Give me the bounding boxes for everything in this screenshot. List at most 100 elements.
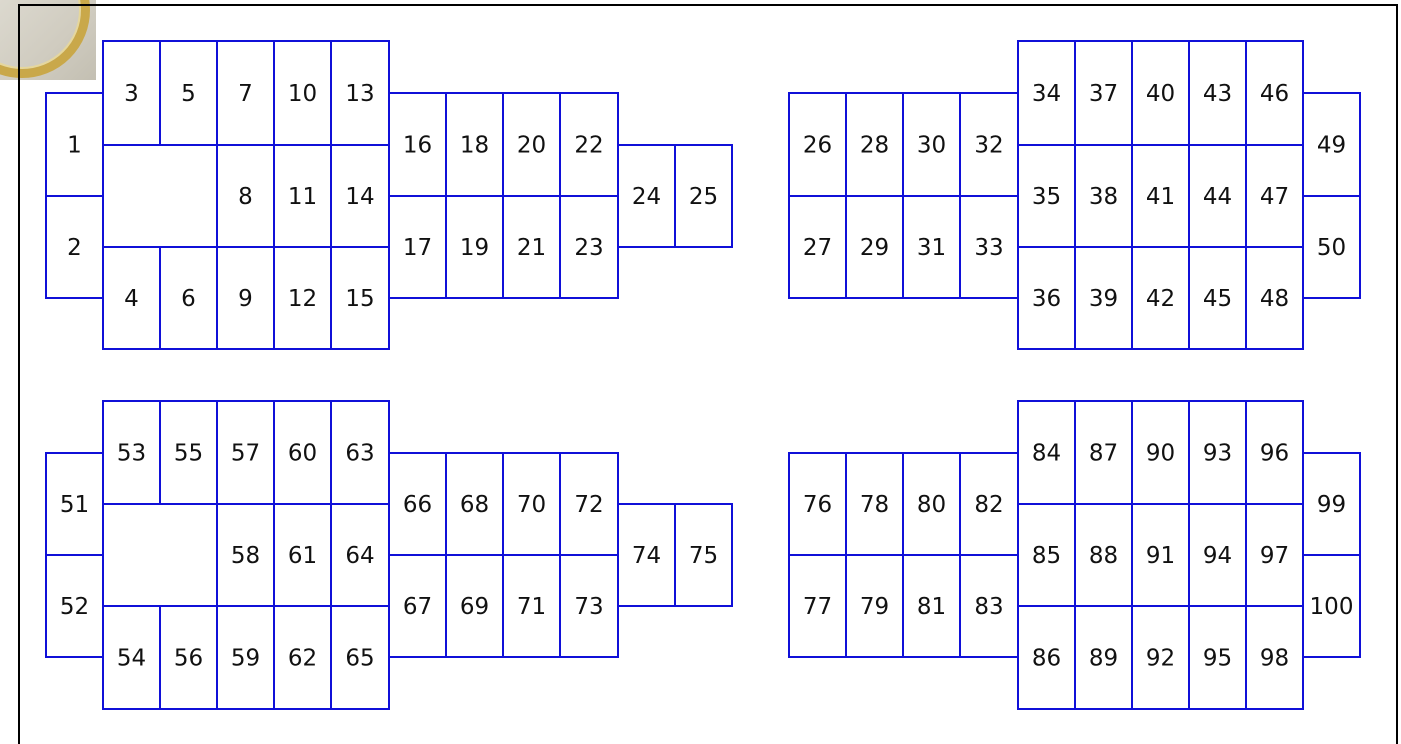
seat-number-91: 91 — [1146, 543, 1175, 569]
seat-number-43: 43 — [1203, 81, 1232, 107]
seat-number-13: 13 — [345, 81, 374, 107]
seat-number-98: 98 — [1260, 646, 1289, 672]
seat-number-21: 21 — [517, 235, 546, 261]
seat-number-33: 33 — [974, 235, 1003, 261]
seat-number-79: 79 — [860, 594, 889, 620]
seat-number-17: 17 — [403, 235, 432, 261]
seat-number-25: 25 — [689, 184, 718, 210]
seat-number-4: 4 — [124, 286, 139, 312]
seat-number-86: 86 — [1032, 646, 1061, 672]
seat-number-8: 8 — [238, 184, 253, 210]
seat-number-59: 59 — [231, 646, 260, 672]
seat-number-93: 93 — [1203, 441, 1232, 467]
seat-number-29: 29 — [860, 235, 889, 261]
seat-number-49: 49 — [1317, 133, 1346, 159]
seat-number-69: 69 — [460, 594, 489, 620]
seat-number-65: 65 — [345, 646, 374, 672]
seat-number-24: 24 — [632, 184, 661, 210]
seat-number-73: 73 — [574, 594, 603, 620]
seat-number-50: 50 — [1317, 235, 1346, 261]
seat-number-75: 75 — [689, 543, 718, 569]
seat-number-6: 6 — [181, 286, 196, 312]
seat-number-95: 95 — [1203, 646, 1232, 672]
seat-number-68: 68 — [460, 492, 489, 518]
seat-number-40: 40 — [1146, 81, 1175, 107]
seat-number-47: 47 — [1260, 184, 1289, 210]
seat-number-28: 28 — [860, 133, 889, 159]
seat-number-64: 64 — [345, 543, 374, 569]
seat-number-27: 27 — [803, 235, 832, 261]
seat-number-48: 48 — [1260, 286, 1289, 312]
seat-number-88: 88 — [1089, 543, 1118, 569]
seat-number-12: 12 — [288, 286, 317, 312]
seat-number-76: 76 — [803, 492, 832, 518]
seat-number-51: 51 — [60, 492, 89, 518]
seat-number-35: 35 — [1032, 184, 1061, 210]
seat-number-90: 90 — [1146, 441, 1175, 467]
seat-number-72: 72 — [574, 492, 603, 518]
seat-number-84: 84 — [1032, 441, 1061, 467]
seat-number-85: 85 — [1032, 543, 1061, 569]
seat-number-61: 61 — [288, 543, 317, 569]
seat-number-74: 74 — [632, 543, 661, 569]
seat-number-82: 82 — [974, 492, 1003, 518]
seat-number-34: 34 — [1032, 81, 1061, 107]
seat-number-77: 77 — [803, 594, 832, 620]
seat-number-55: 55 — [174, 441, 203, 467]
seat-number-56: 56 — [174, 646, 203, 672]
seat-number-99: 99 — [1317, 492, 1346, 518]
seat-number-96: 96 — [1260, 441, 1289, 467]
seat-number-31: 31 — [917, 235, 946, 261]
seat-number-71: 71 — [517, 594, 546, 620]
seat-number-70: 70 — [517, 492, 546, 518]
seat-number-60: 60 — [288, 441, 317, 467]
seat-number-94: 94 — [1203, 543, 1232, 569]
seat-number-92: 92 — [1146, 646, 1175, 672]
seat-number-67: 67 — [403, 594, 432, 620]
seat-number-63: 63 — [345, 441, 374, 467]
seat-number-80: 80 — [917, 492, 946, 518]
seat-number-100: 100 — [1310, 594, 1354, 620]
seat-number-26: 26 — [803, 133, 832, 159]
seat-number-41: 41 — [1146, 184, 1175, 210]
seat-number-83: 83 — [974, 594, 1003, 620]
seat-number-54: 54 — [117, 646, 146, 672]
seat-number-97: 97 — [1260, 543, 1289, 569]
seat-number-32: 32 — [974, 133, 1003, 159]
seat-number-62: 62 — [288, 646, 317, 672]
seat-number-36: 36 — [1032, 286, 1061, 312]
seat-number-18: 18 — [460, 133, 489, 159]
seat-number-39: 39 — [1089, 286, 1118, 312]
seat-number-38: 38 — [1089, 184, 1118, 210]
seat-number-52: 52 — [60, 594, 89, 620]
seat-number-19: 19 — [460, 235, 489, 261]
seat-number-10: 10 — [288, 81, 317, 107]
seat-number-2: 2 — [67, 235, 82, 261]
seat-number-37: 37 — [1089, 81, 1118, 107]
seat-number-15: 15 — [345, 286, 374, 312]
seat-number-1: 1 — [67, 133, 82, 159]
seat-number-5: 5 — [181, 81, 196, 107]
seat-number-7: 7 — [238, 81, 253, 107]
seat-number-3: 3 — [124, 81, 139, 107]
seat-number-78: 78 — [860, 492, 889, 518]
seat-number-45: 45 — [1203, 286, 1232, 312]
seat-number-11: 11 — [288, 184, 317, 210]
seat-number-66: 66 — [403, 492, 432, 518]
seat-number-20: 20 — [517, 133, 546, 159]
seat-number-58: 58 — [231, 543, 260, 569]
seat-number-57: 57 — [231, 441, 260, 467]
seat-number-44: 44 — [1203, 184, 1232, 210]
seat-number-22: 22 — [574, 133, 603, 159]
seat-number-89: 89 — [1089, 646, 1118, 672]
seat-number-81: 81 — [917, 594, 946, 620]
seat-number-87: 87 — [1089, 441, 1118, 467]
seat-number-16: 16 — [403, 133, 432, 159]
seat-number-9: 9 — [238, 286, 253, 312]
seat-number-30: 30 — [917, 133, 946, 159]
seat-number-46: 46 — [1260, 81, 1289, 107]
seat-number-23: 23 — [574, 235, 603, 261]
seat-number-42: 42 — [1146, 286, 1175, 312]
seat-number-53: 53 — [117, 441, 146, 467]
